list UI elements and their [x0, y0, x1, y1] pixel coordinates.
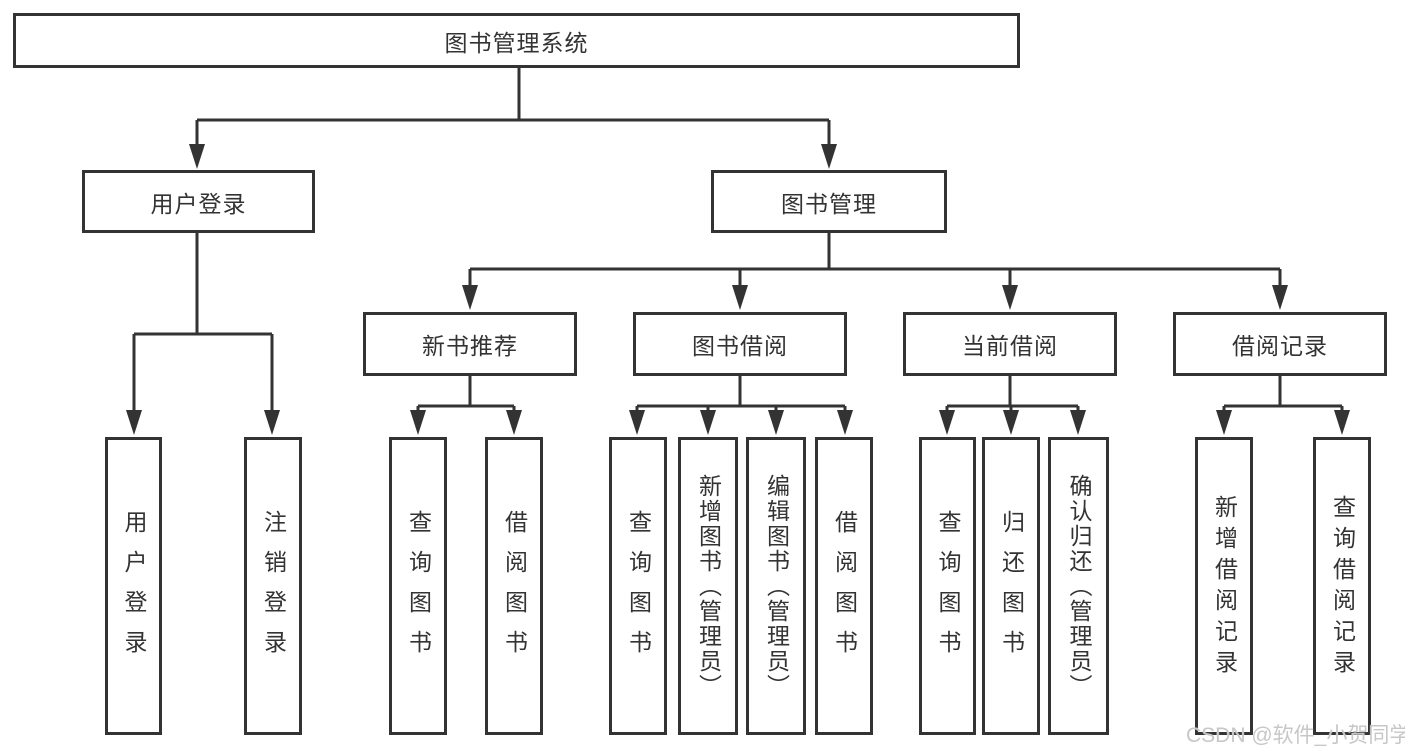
node-book-management: 图书管理 — [711, 170, 947, 233]
leaf-newbook-borrow-book: 借阅图书 — [485, 437, 543, 735]
leaf-newbook-query-book: 查询图书 — [389, 437, 447, 735]
leaf-borrow-add-book-admin: 新增图书（管理员） — [678, 437, 738, 735]
connector-book-management-children — [462, 233, 1288, 310]
leaf-borrow-edit-book-admin: 编辑图书（管理员） — [746, 437, 806, 735]
connector-current-borrow-children — [939, 376, 1086, 435]
node-book-borrow: 图书借阅 — [633, 312, 847, 376]
leaf-current-query-book: 查询图书 — [919, 437, 976, 735]
leaf-current-confirm-return-admin: 确认归还（管理员） — [1048, 437, 1109, 735]
node-new-book-recommend: 新书推荐 — [363, 312, 577, 376]
leaf-record-add-borrow-record: 新增借阅记录 — [1195, 437, 1253, 735]
node-borrow-records: 借阅记录 — [1173, 312, 1387, 376]
leaf-borrow-borrow-book: 借阅图书 — [815, 437, 873, 735]
connector-user-login-children — [126, 233, 280, 435]
leaf-current-return-book: 归还图书 — [982, 437, 1040, 735]
connector-new-book-recommend-children — [410, 376, 522, 435]
connector-book-borrow-children — [629, 376, 853, 435]
leaf-user-login: 用户登录 — [105, 437, 162, 735]
leaf-logout-login: 注销登录 — [244, 437, 302, 735]
leaf-borrow-query-book: 查询图书 — [609, 437, 667, 735]
connector-root-to-level2 — [189, 67, 837, 169]
connector-borrow-records-children — [1216, 376, 1350, 435]
leaf-record-query-borrow-record: 查询借阅记录 — [1313, 437, 1371, 735]
node-root: 图书管理系统 — [13, 13, 1020, 68]
node-user-login: 用户登录 — [82, 170, 315, 233]
node-current-borrow: 当前借阅 — [903, 312, 1117, 376]
watermark: CSDN @软件_小贺同学 — [1186, 724, 1405, 747]
